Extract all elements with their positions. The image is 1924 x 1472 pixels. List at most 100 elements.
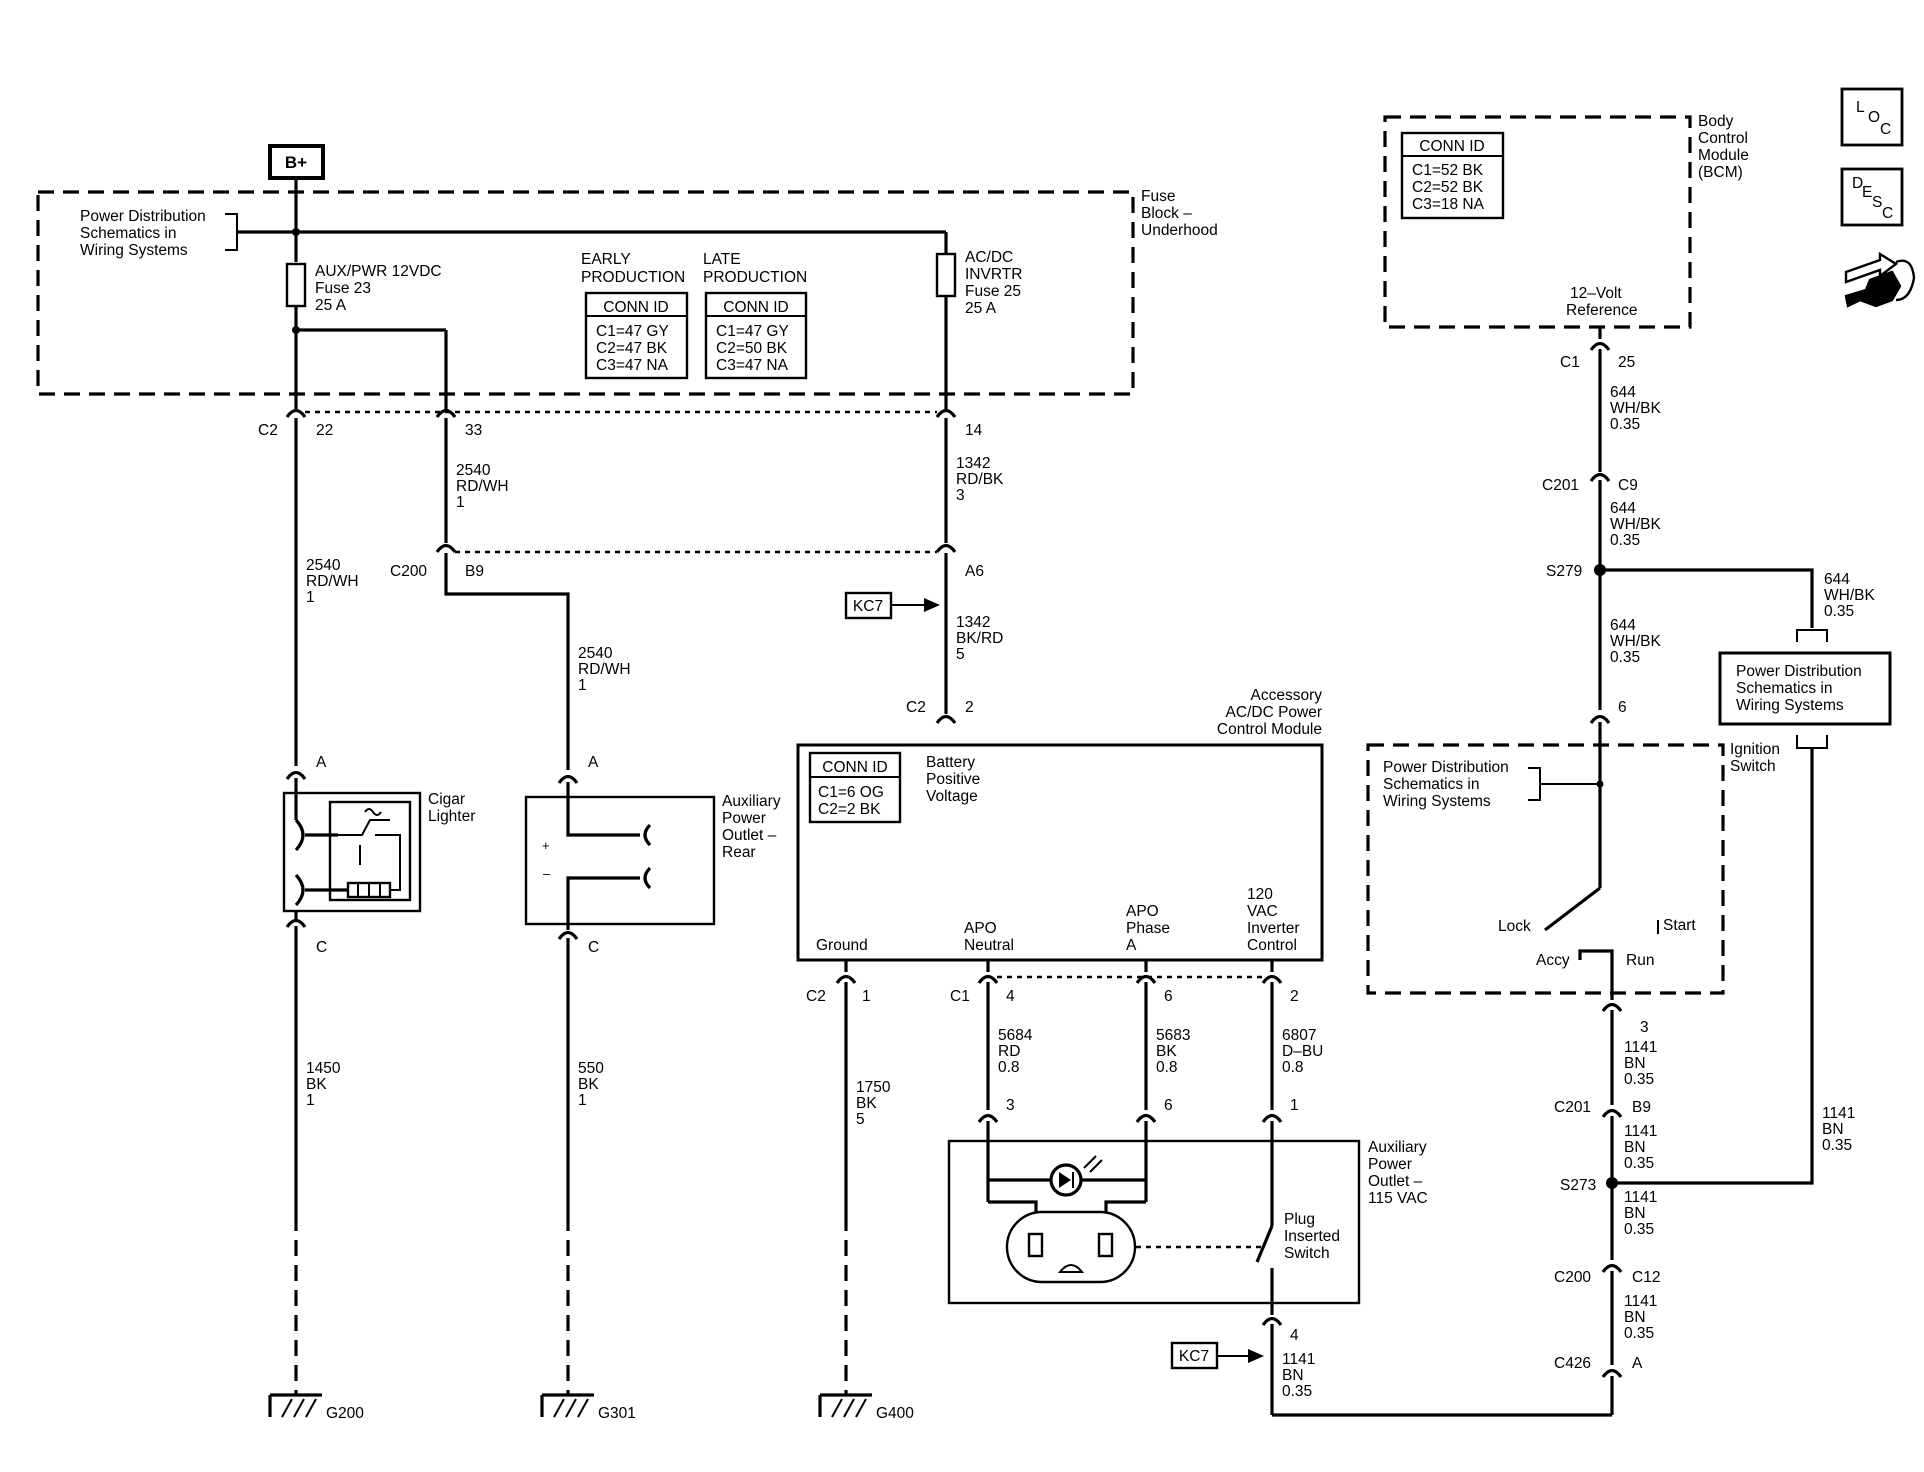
svg-text:(BCM): (BCM) [1698, 164, 1743, 181]
svg-text:C3=18 NA: C3=18 NA [1412, 196, 1485, 213]
fuse-23-label: AUX/PWR 12VDC Fuse 23 25 A [315, 263, 442, 314]
svg-text:12–Volt: 12–Volt [1570, 285, 1622, 302]
wire-644-c: 644 WH/BK 0.35 [1824, 571, 1875, 620]
svg-text:6807: 6807 [1282, 1027, 1316, 1044]
svg-text:4: 4 [1290, 1327, 1299, 1344]
svg-text:Plug: Plug [1284, 1211, 1315, 1228]
svg-text:AUX/PWR 12VDC: AUX/PWR 12VDC [315, 263, 442, 280]
svg-text:1: 1 [578, 1092, 587, 1109]
wire-1750: 1750 BK 5 [856, 1079, 891, 1128]
svg-text:Neutral: Neutral [964, 937, 1014, 954]
svg-text:C2=2 BK: C2=2 BK [818, 801, 881, 818]
svg-text:O: O [1868, 109, 1880, 126]
svg-text:Fuse: Fuse [1141, 188, 1175, 205]
svg-text:0.35: 0.35 [1624, 1221, 1654, 1238]
svg-text:0.35: 0.35 [1610, 532, 1640, 549]
svg-text:0.35: 0.35 [1610, 649, 1640, 666]
svg-text:C200: C200 [1554, 1269, 1591, 1286]
svg-text:0.8: 0.8 [1156, 1059, 1178, 1076]
svg-text:PRODUCTION: PRODUCTION [581, 269, 685, 286]
module-connector-labels: C2 1 C1 4 6 2 [806, 988, 1299, 1005]
svg-text:C426: C426 [1554, 1355, 1591, 1372]
wire-1342-rdbk: 1342 RD/BK 3 [956, 455, 1004, 504]
wire-1141-b: 1141 BN 0.35 [1624, 1123, 1657, 1172]
svg-text:VAC: VAC [1247, 903, 1278, 920]
svg-text:APO: APO [964, 920, 997, 937]
svg-text:4: 4 [1006, 988, 1015, 1005]
svg-text:Schematics in: Schematics in [1383, 776, 1479, 793]
svg-text:AC/DC: AC/DC [965, 249, 1013, 266]
svg-text:22: 22 [316, 422, 333, 439]
svg-text:Switch: Switch [1284, 1245, 1330, 1262]
connector-hand-icon[interactable] [1844, 251, 1916, 308]
svg-text:E: E [1862, 184, 1872, 201]
svg-text:Block –: Block – [1141, 205, 1192, 222]
svg-text:Control: Control [1247, 937, 1297, 954]
svg-text:Outlet –: Outlet – [1368, 1173, 1423, 1190]
svg-text:3: 3 [1006, 1097, 1015, 1114]
svg-text:644: 644 [1610, 617, 1636, 634]
wire-5683: 5683 BK 0.8 [1156, 1027, 1190, 1076]
svg-text:Reference: Reference [1566, 302, 1638, 319]
svg-text:644: 644 [1824, 571, 1850, 588]
svg-text:Auxiliary: Auxiliary [1368, 1139, 1427, 1156]
aux-power-outlet-115vac-label: Auxiliary Power Outlet – 115 VAC [1368, 1139, 1428, 1207]
svg-text:C1=47 GY: C1=47 GY [596, 323, 669, 340]
svg-text:C201: C201 [1542, 477, 1579, 494]
svg-text:1: 1 [578, 677, 587, 694]
svg-text:PRODUCTION: PRODUCTION [703, 269, 807, 286]
svg-text:0.35: 0.35 [1624, 1071, 1654, 1088]
loc-button[interactable]: L O C [1840, 87, 1904, 147]
svg-text:BN: BN [1822, 1121, 1844, 1138]
svg-text:Auxiliary: Auxiliary [722, 793, 781, 810]
svg-text:Schematics in: Schematics in [1736, 680, 1832, 697]
svg-text:Power Distribution: Power Distribution [1736, 663, 1862, 680]
svg-text:C201: C201 [1554, 1099, 1591, 1116]
svg-text:BK: BK [578, 1076, 599, 1093]
svg-text:L: L [1856, 99, 1865, 116]
svg-text:BN: BN [1282, 1367, 1304, 1384]
svg-text:Inserted: Inserted [1284, 1228, 1340, 1245]
svg-text:0.8: 0.8 [998, 1059, 1020, 1076]
svg-text:25: 25 [1618, 354, 1635, 371]
svg-text:Power: Power [1368, 1156, 1412, 1173]
ignition-switch-boundary [1366, 743, 1725, 995]
svg-text:A: A [1632, 1355, 1643, 1372]
svg-text:BK: BK [856, 1095, 877, 1112]
fuse-23 [285, 262, 307, 308]
bcm-conn-id: CONN ID C1=52 BK C2=52 BK C3=18 NA [1400, 131, 1505, 220]
desc-button[interactable]: D E S C [1840, 167, 1904, 227]
aux-power-outlet-rear-label: Auxiliary Power Outlet – Rear [722, 793, 781, 861]
early-production-conn-id: EARLY PRODUCTION CONN ID C1=47 GY C2=47 … [581, 251, 689, 380]
late-production-conn-id: LATE PRODUCTION CONN ID C1=47 GY C2=50 B… [703, 251, 807, 380]
svg-text:Control: Control [1698, 130, 1748, 147]
svg-text:Underhood: Underhood [1141, 222, 1218, 239]
svg-text:1: 1 [456, 494, 465, 511]
svg-text:BN: BN [1624, 1139, 1646, 1156]
svg-text:Cigar: Cigar [428, 791, 465, 808]
svg-text:Lock: Lock [1498, 918, 1531, 935]
svg-text:C2=52 BK: C2=52 BK [1412, 179, 1484, 196]
svg-text:Wiring Systems: Wiring Systems [1383, 793, 1491, 810]
svg-text:APO: APO [1126, 903, 1159, 920]
wire-1141-a: 3 1141 BN 0.35 [1624, 1019, 1657, 1088]
accessory-module-label: Accessory AC/DC Power Control Module [1217, 687, 1322, 738]
svg-text:2: 2 [1290, 988, 1299, 1005]
svg-text:0.35: 0.35 [1624, 1155, 1654, 1172]
power-distribution-ref-1: Power Distribution Schematics in Wiring … [80, 208, 206, 259]
svg-text:BN: BN [1624, 1055, 1646, 1072]
svg-text:Battery: Battery [926, 754, 975, 771]
svg-text:C200: C200 [390, 563, 427, 580]
wire-2540-cigar: 2540 RD/WH 1 [306, 557, 359, 606]
svg-text:550: 550 [578, 1060, 604, 1077]
svg-text:INVRTR: INVRTR [965, 266, 1022, 283]
fuse-25 [935, 252, 957, 298]
svg-text:1: 1 [306, 1092, 315, 1109]
fuse-25-label: AC/DC INVRTR Fuse 25 25 A [965, 249, 1022, 317]
svg-text:6: 6 [1618, 699, 1627, 716]
ignition-switch-label: Ignition Switch [1730, 741, 1780, 775]
svg-text:Wiring Systems: Wiring Systems [1736, 697, 1844, 714]
svg-text:0.8: 0.8 [1282, 1059, 1304, 1076]
svg-text:Accy: Accy [1536, 952, 1570, 969]
svg-text:S273: S273 [1560, 1177, 1596, 1194]
